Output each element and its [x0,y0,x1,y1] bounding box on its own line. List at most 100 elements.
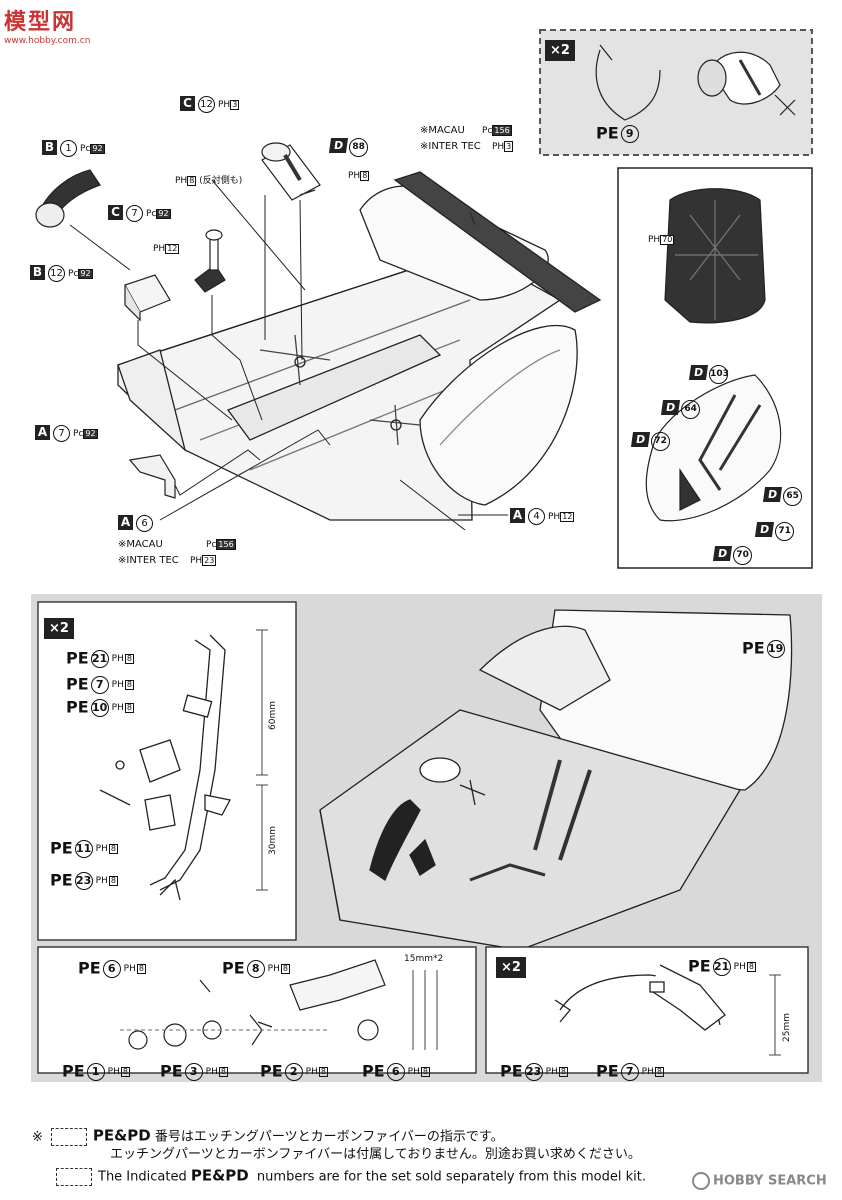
pe-prefix: PE [362,1061,385,1081]
strap-parts [554,964,726,1031]
pe-prefix: PE [222,958,245,978]
pe-number: 6 [386,1063,405,1081]
ref-number: 8 [360,171,370,181]
footer-en-line: The Indicated PE&PD numbers are for the … [56,1168,646,1186]
d-number: 71 [775,522,795,541]
d-number: 70 [733,546,753,565]
pedal-box [124,274,171,322]
quantity-badge: ×2 [545,40,575,61]
side-note: (反対側も) [199,176,243,186]
part-number: 6 [136,515,153,532]
belt-assembly [99,634,231,901]
ph-label: PH [95,844,108,854]
pe9-parts [595,44,796,121]
pe-prefix: PE [260,1061,283,1081]
ph-label: PH [153,244,166,254]
ref-number: 8 [136,964,146,974]
pe-prefix: PE [50,838,73,858]
strap-scale-label: 25mm [782,1013,792,1042]
pe-number: 10 [90,699,109,717]
pe-number: 1 [86,1063,105,1081]
strap-scale-bar [769,974,781,1056]
part-letter: C [180,96,195,111]
ref-number: 92 [90,144,105,154]
strap-quantity-badge: ×2 [496,957,526,978]
ph-label: PH [491,142,505,152]
d-number: 64 [681,400,701,419]
ref-number: 8 [280,964,290,974]
ref-number: 8 [318,1067,328,1077]
part-number: 7 [53,425,70,442]
ph-label: PH [107,1067,120,1077]
part-number: 1 [60,140,77,157]
gear-lever [194,229,226,293]
and-mark: & [114,1126,128,1145]
belt-scale-bars [256,629,268,891]
cockpit-drawing-top [35,29,813,569]
ref-number: 92 [78,269,93,279]
part-letter: A [35,425,50,440]
pe-number: 2 [284,1063,303,1081]
pe-number: 21 [90,650,109,668]
en-pre: The Indicated [98,1169,187,1185]
ph-label: PH [111,680,124,690]
ref-number: 92 [156,209,171,219]
part-letter: C [108,205,123,220]
ph-label: PH [218,100,231,110]
pe-prefix: PE [500,1061,523,1081]
note-label: ※MACAU [420,125,465,136]
note-label: ※MACAU [118,539,163,550]
pe-number: 7 [90,676,109,694]
ref-number: 8 [120,1067,130,1077]
en-pd: PD [225,1166,249,1185]
watermark-logo: 模型网 www.hobby.com.cn [4,4,90,46]
d-letter: D [754,522,775,537]
note-label: ※INTER TEC [118,555,179,566]
ref-number: 8 [654,1067,664,1077]
part-number: 4 [528,508,545,525]
d-number: 88 [349,138,369,157]
part-number: 7 [126,205,143,222]
pe-prefix: PE [160,1061,183,1081]
ref-number: 8 [124,703,134,713]
fire-extinguisher [261,142,321,201]
ref-number: 12 [560,512,575,522]
asterisk: ※ [32,1129,43,1145]
ph-label: PH [111,654,124,664]
ph-label: PH [407,1067,420,1077]
hardware-scale-bars [412,970,438,1050]
dashed-tag [50,1128,87,1146]
footer-jp-line2: エッチングパーツとカーボンファイバーは付属しておりません。別途お買い求めください… [110,1148,641,1161]
dashed-tag [56,1168,92,1186]
ph-label: PH [189,556,203,566]
d-letter: D [712,546,733,561]
ref-number: 3 [504,141,514,152]
ph-label: PH [733,962,746,972]
seat-shell [664,188,766,324]
hw-scale-label: 15mm*2 [404,954,444,964]
ref-number: 8 [420,1067,430,1077]
shifter-boot [35,169,101,228]
d-number: 65 [783,487,803,506]
ref-number: 12 [165,244,180,254]
pe-number: 23 [74,872,93,890]
